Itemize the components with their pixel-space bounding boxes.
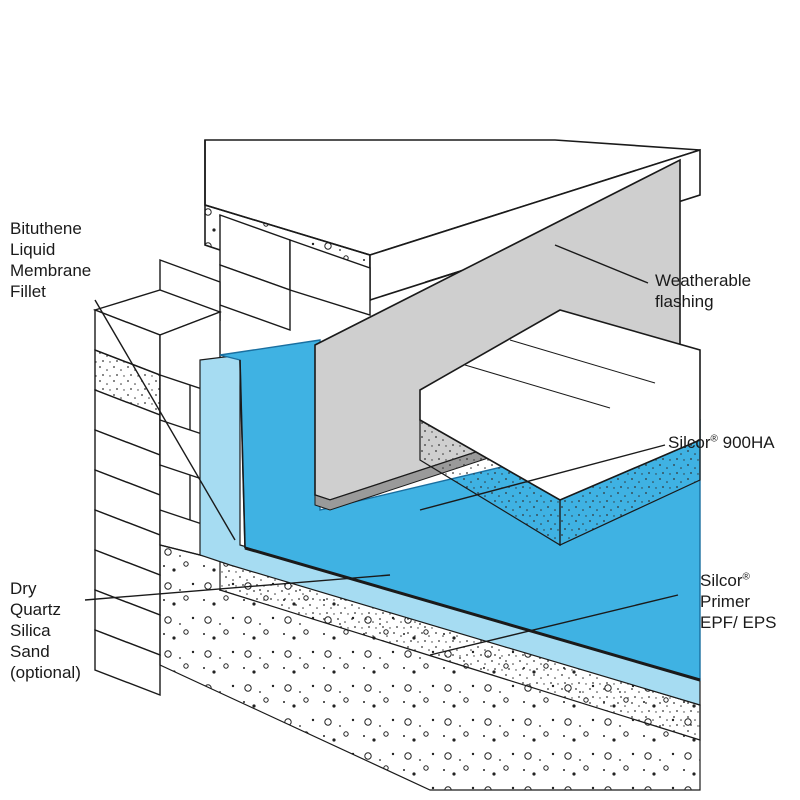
label-fillet-line: Membrane bbox=[10, 261, 92, 280]
registered-mark: ® bbox=[710, 433, 718, 445]
label-flashing-line: Weatherable bbox=[655, 271, 752, 290]
label-flashing: Weatherable flashing bbox=[655, 270, 751, 312]
left-brick-pier bbox=[92, 289, 222, 697]
label-silcor900: Silcor® 900HA bbox=[668, 432, 775, 453]
label-sand-line: Silica bbox=[10, 621, 51, 640]
label-primer: Silcor® Primer EPF/ EPS bbox=[700, 570, 777, 633]
label-sand-line: Dry bbox=[10, 579, 37, 598]
leader-flashing bbox=[554, 244, 649, 284]
leader-silcor900 bbox=[419, 444, 666, 511]
label-sand-line: Sand bbox=[10, 642, 50, 661]
label-sand-line: Quartz bbox=[10, 600, 62, 619]
leader-primer-1 bbox=[429, 594, 679, 656]
rear-brick-wall bbox=[159, 214, 371, 331]
label-fillet: Bituthene Liquid Membrane Fillet bbox=[10, 218, 91, 302]
leader-sand bbox=[84, 574, 391, 601]
leader-lines bbox=[84, 244, 679, 656]
label-silcor900-product: 900HA bbox=[717, 433, 775, 452]
label-flashing-line: flashing bbox=[655, 292, 714, 311]
label-sand-line: (optional) bbox=[10, 663, 81, 682]
registered-mark: ® bbox=[742, 571, 750, 583]
label-primer-brand: Silcor bbox=[700, 571, 743, 590]
label-silcor900-brand: Silcor bbox=[668, 433, 711, 452]
label-primer-line: EPF/ EPS bbox=[700, 613, 777, 632]
label-fillet-line: Liquid bbox=[10, 240, 56, 259]
label-primer-line: Primer bbox=[700, 592, 751, 611]
label-sand: Dry Quartz Silica Sand (optional) bbox=[10, 578, 81, 683]
leader-fillet bbox=[94, 299, 236, 541]
paver-slabs bbox=[419, 309, 701, 547]
label-fillet-line: Fillet bbox=[10, 282, 46, 301]
label-fillet-line: Bituthene bbox=[10, 219, 82, 238]
